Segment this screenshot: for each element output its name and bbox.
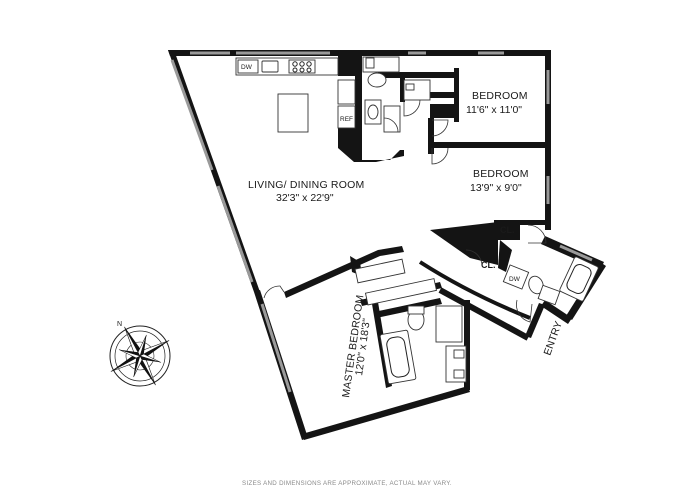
bedroom-1: BEDROOM 11'6" x 11'0" <box>466 90 528 116</box>
disclaimer-footer: SIZES AND DIMENSIONS ARE APPROXIMATE, AC… <box>242 480 452 487</box>
bedroom-1-dims: 11'6" x 11'0" <box>466 104 522 116</box>
entry-label: ENTRY <box>542 320 565 357</box>
toilet-2 <box>528 275 544 295</box>
bathroom-entry: DW <box>502 256 599 323</box>
closet-2-label: CL. <box>481 260 496 270</box>
sink <box>261 60 279 73</box>
closet-1-label: CL. <box>500 225 515 235</box>
master-bathtub <box>379 329 417 385</box>
compass-north-label: N <box>117 321 122 328</box>
bedroom-2-dims: 13'9" x 9'0" <box>470 182 522 194</box>
tall-cabinet <box>337 79 356 105</box>
bedroom-2: BEDROOM 13'9" x 9'0" <box>431 147 547 244</box>
dishwasher <box>237 59 259 74</box>
windows <box>170 51 593 393</box>
bedroom-2-name: BEDROOM <box>473 168 529 180</box>
closets: CL. CL. <box>465 225 515 270</box>
toilet <box>367 72 387 88</box>
living-room-name: LIVING/ DINING ROOM <box>248 179 364 191</box>
bedroom-1-name: BEDROOM <box>472 90 528 102</box>
living-room-dims: 32'3" x 22'9" <box>276 192 334 204</box>
dw-small-label: DW <box>509 276 521 283</box>
living-dining-room: LIVING/ DINING ROOM 32'3" x 22'9" <box>248 179 364 204</box>
master-bath <box>379 305 467 385</box>
ref-label: REF <box>340 116 353 123</box>
kitchen: DW REF <box>235 57 356 133</box>
refrigerator <box>337 105 356 129</box>
bathroom-top <box>362 56 449 137</box>
dw-unit <box>502 264 530 290</box>
dishwasher-label: DW <box>241 64 253 71</box>
compass-rose-icon: N <box>109 321 171 387</box>
kitchen-island <box>277 93 309 133</box>
